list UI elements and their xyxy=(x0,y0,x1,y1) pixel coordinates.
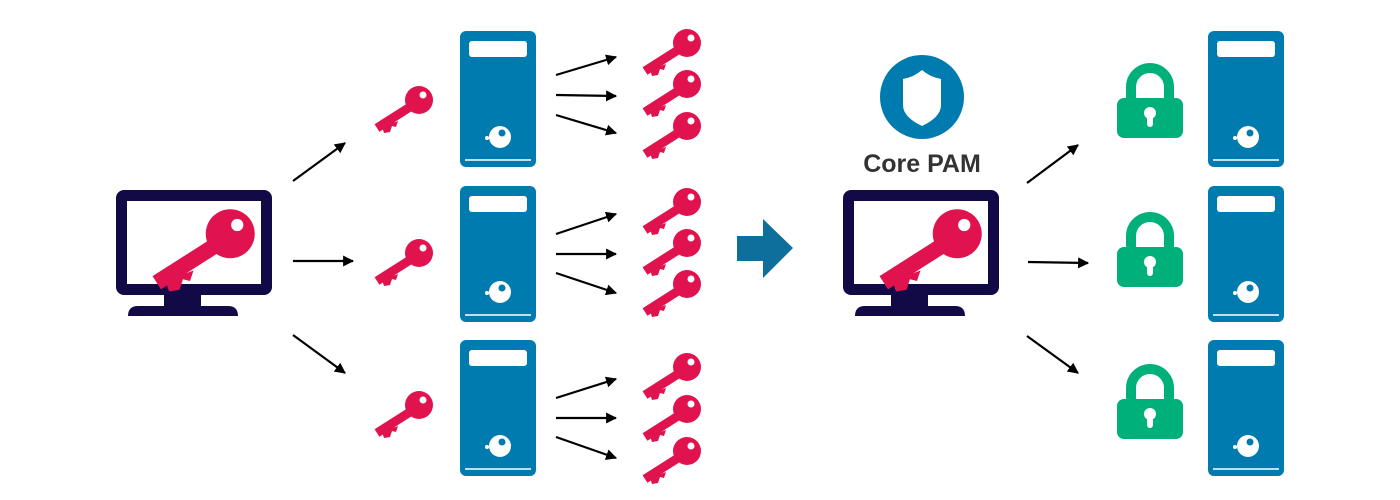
arrows-server-to-keys xyxy=(555,54,618,460)
key-icon xyxy=(377,239,433,286)
key-icon xyxy=(645,270,701,317)
arrow xyxy=(555,90,618,102)
padlock-icon xyxy=(1117,369,1183,439)
padlock-icon xyxy=(1117,68,1183,138)
key-icon xyxy=(645,353,701,400)
arrow xyxy=(555,376,618,400)
key-icon xyxy=(645,29,701,76)
arrow xyxy=(555,211,618,236)
server-tower-icon xyxy=(459,30,537,168)
server-tower-icon xyxy=(1207,185,1285,323)
arrow xyxy=(292,334,346,374)
arrow xyxy=(555,54,618,77)
arrow xyxy=(555,113,618,136)
key-icon xyxy=(645,112,701,159)
arrow xyxy=(555,435,618,460)
key-icon xyxy=(645,395,701,442)
server-tower-icon xyxy=(1207,339,1285,477)
padlock-icon xyxy=(1117,217,1183,287)
key-cluster xyxy=(645,29,701,484)
key-icon xyxy=(645,229,701,276)
arrow xyxy=(555,271,618,296)
key-icon xyxy=(377,391,433,438)
arrow xyxy=(292,142,346,182)
arrow xyxy=(1026,335,1079,374)
arrow xyxy=(1026,144,1079,184)
key-icon xyxy=(645,188,701,235)
server-tower-icon xyxy=(1207,30,1285,168)
key-icon xyxy=(377,86,433,133)
right-arrow-icon xyxy=(737,219,793,278)
shield-icon xyxy=(880,55,964,139)
key-icon xyxy=(645,70,701,117)
monitor-with-key-icon xyxy=(843,190,999,316)
arrows-monitor-to-keys xyxy=(292,142,355,374)
server-tower-icon xyxy=(459,339,537,477)
monitor-with-key-icon xyxy=(116,190,272,316)
key-icon xyxy=(645,437,701,484)
arrow xyxy=(1027,257,1090,269)
arrows-pam-to-servers xyxy=(1026,144,1090,374)
core-pam-label: Core PAM xyxy=(863,150,981,178)
server-tower-icon xyxy=(459,185,537,323)
